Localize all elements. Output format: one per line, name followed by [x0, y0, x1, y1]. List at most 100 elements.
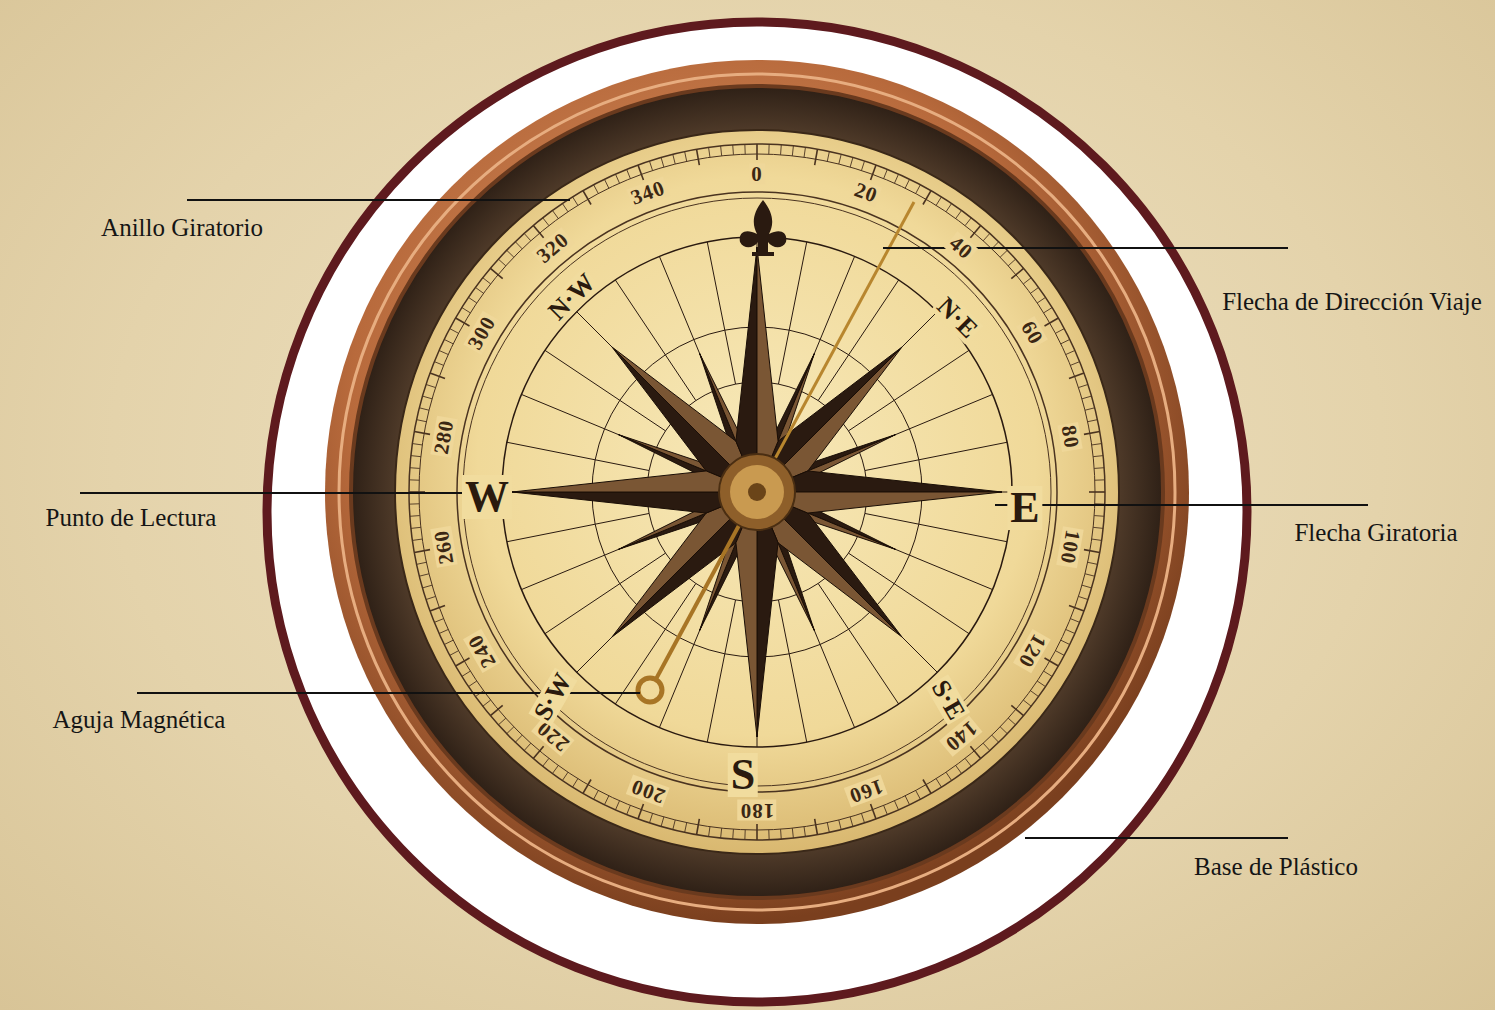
- degree-tick: [923, 780, 931, 794]
- leader-line: [1025, 837, 1288, 839]
- degree-tick: [744, 144, 745, 154]
- degree-tick: [627, 169, 631, 178]
- degree-tick: [861, 161, 864, 171]
- degree-tick: [1000, 250, 1007, 257]
- degree-tick: [409, 503, 419, 504]
- degree-tick: [780, 829, 782, 839]
- degree-tick: [697, 149, 700, 165]
- degree-tick: [871, 165, 876, 180]
- degree-tick: [792, 146, 793, 156]
- degree-tick: [923, 191, 931, 205]
- degree-tick: [533, 225, 543, 237]
- degree-tick: [627, 805, 631, 814]
- degree-tick: [792, 828, 793, 838]
- degree-tick: [414, 432, 430, 435]
- degree-tick: [524, 743, 531, 750]
- part-label: Flecha de Dirección Viaje: [1217, 288, 1487, 317]
- degree-tick: [468, 297, 476, 303]
- rose-ray: [707, 600, 735, 742]
- degree-tick: [1084, 432, 1100, 435]
- rose-ray: [507, 513, 649, 541]
- degree-tick: [839, 820, 841, 830]
- degree-tick: [721, 828, 722, 838]
- degree-tick: [936, 197, 941, 205]
- rose-circle: [502, 237, 1012, 747]
- degree-tick: [444, 640, 453, 644]
- degree-tick: [583, 780, 591, 794]
- degree-tick: [468, 681, 476, 687]
- frame-circle: [267, 22, 1247, 1002]
- degree-tick: [462, 671, 470, 676]
- degree-tick: [649, 813, 652, 823]
- degree-tick: [894, 174, 898, 183]
- degree-tick: [1030, 287, 1038, 293]
- degree-tick: [884, 169, 888, 178]
- degree-tick: [861, 813, 864, 823]
- leader-line: [187, 199, 570, 201]
- degree-tick: [1095, 479, 1105, 480]
- degree-tick: [410, 467, 420, 469]
- degree-tick: [661, 157, 664, 167]
- degree-number: 100: [1056, 526, 1083, 568]
- degree-tick: [419, 574, 429, 576]
- degree-tick: [673, 820, 675, 830]
- degree-tick: [732, 829, 734, 839]
- degree-tick: [1089, 491, 1105, 493]
- degree-tick: [552, 765, 558, 773]
- degree-tick: [417, 562, 427, 564]
- degree-tick: [983, 233, 990, 240]
- degree-tick: [1037, 681, 1045, 687]
- degree-tick: [946, 203, 952, 211]
- degree-tick: [543, 758, 549, 766]
- number-band-line: [463, 198, 1051, 786]
- degree-tick: [422, 585, 432, 588]
- degree-tick: [524, 233, 531, 240]
- needle-ring: [638, 678, 662, 702]
- travel-arrow: [757, 202, 914, 492]
- degree-tick: [411, 456, 421, 457]
- pivot-boss: [719, 454, 795, 530]
- degree-tick: [956, 210, 962, 218]
- degree-tick: [475, 287, 483, 293]
- degree-tick: [1000, 727, 1007, 734]
- degree-tick: [1011, 705, 1023, 715]
- pivot-pin: [748, 483, 766, 501]
- degree-tick: [430, 373, 445, 378]
- degree-tick: [562, 772, 568, 780]
- cardinal-letter: E: [1007, 486, 1042, 530]
- degree-tick: [1037, 297, 1045, 303]
- degree-tick: [1088, 420, 1098, 422]
- degree-tick: [965, 218, 971, 226]
- degree-tick: [552, 210, 558, 218]
- degree-tick: [1070, 362, 1079, 366]
- degree-tick: [434, 619, 443, 623]
- degree-tick: [970, 225, 980, 237]
- degree-tick: [419, 408, 429, 410]
- degree-tick: [1085, 574, 1095, 576]
- degree-tick: [498, 718, 505, 725]
- degree-tick: [1023, 700, 1031, 706]
- degree-tick: [638, 165, 643, 180]
- degree-tick: [573, 779, 578, 787]
- rose-ray: [778, 600, 806, 742]
- degree-tick: [1008, 718, 1015, 725]
- degree-tick: [515, 242, 522, 249]
- degree-tick: [490, 705, 502, 715]
- degree-tick: [1045, 658, 1059, 666]
- degree-tick: [638, 804, 643, 819]
- degree-tick: [562, 203, 568, 211]
- degree-tick: [768, 830, 769, 840]
- degree-tick: [956, 765, 962, 773]
- degree-tick: [604, 179, 608, 188]
- degree-tick: [685, 152, 687, 162]
- degree-tick: [815, 149, 818, 165]
- degree-tick: [709, 147, 710, 157]
- degree-tick: [661, 817, 664, 827]
- degree-tick: [1055, 329, 1064, 334]
- leader-line: [80, 492, 468, 494]
- rose-ray: [707, 242, 735, 384]
- degree-tick: [983, 743, 990, 750]
- degree-tick: [434, 362, 443, 366]
- degree-tick: [1011, 268, 1023, 278]
- rose-rays: [502, 237, 1012, 747]
